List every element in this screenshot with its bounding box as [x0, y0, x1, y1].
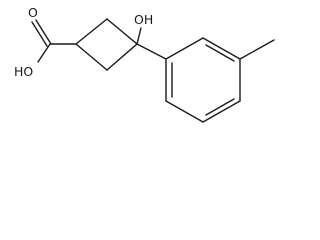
methyl-bond: [239, 39, 275, 60]
carboxyl-oh-bond: [37, 43, 51, 63]
oh-bond: [136, 27, 142, 45]
aryl-double-bond-a: [205, 44, 235, 62]
aryl-bond-4: [202, 100, 241, 123]
benzene-ring: [165, 37, 241, 123]
aryl-double-bond-b: [205, 98, 235, 116]
molecule-drawing: OH O HO: [14, 5, 275, 123]
aryl-bond-1: [165, 37, 204, 60]
ring-bond-bottom: [75, 43, 108, 71]
ring-to-aryl-bond: [136, 43, 167, 60]
carboxyl-hydroxyl-label: HO: [14, 64, 33, 79]
cyclobutane-ring: [75, 18, 138, 71]
carbonyl-double-bond-b: [31, 21, 48, 47]
carbonyl-oxygen-label: O: [28, 5, 38, 20]
hydroxyl-label: OH: [134, 12, 153, 27]
structure-diagram: OH O HO: [0, 0, 276, 128]
carbonyl-double-bond-a: [35, 19, 52, 45]
aryl-bond-5: [165, 100, 204, 123]
ring-bond-top: [106, 18, 138, 45]
aryl-bond-2: [202, 37, 241, 60]
ring-bond-right: [106, 43, 138, 71]
carboxyl-group: O HO: [14, 5, 77, 79]
ring-bond-left: [75, 18, 108, 45]
